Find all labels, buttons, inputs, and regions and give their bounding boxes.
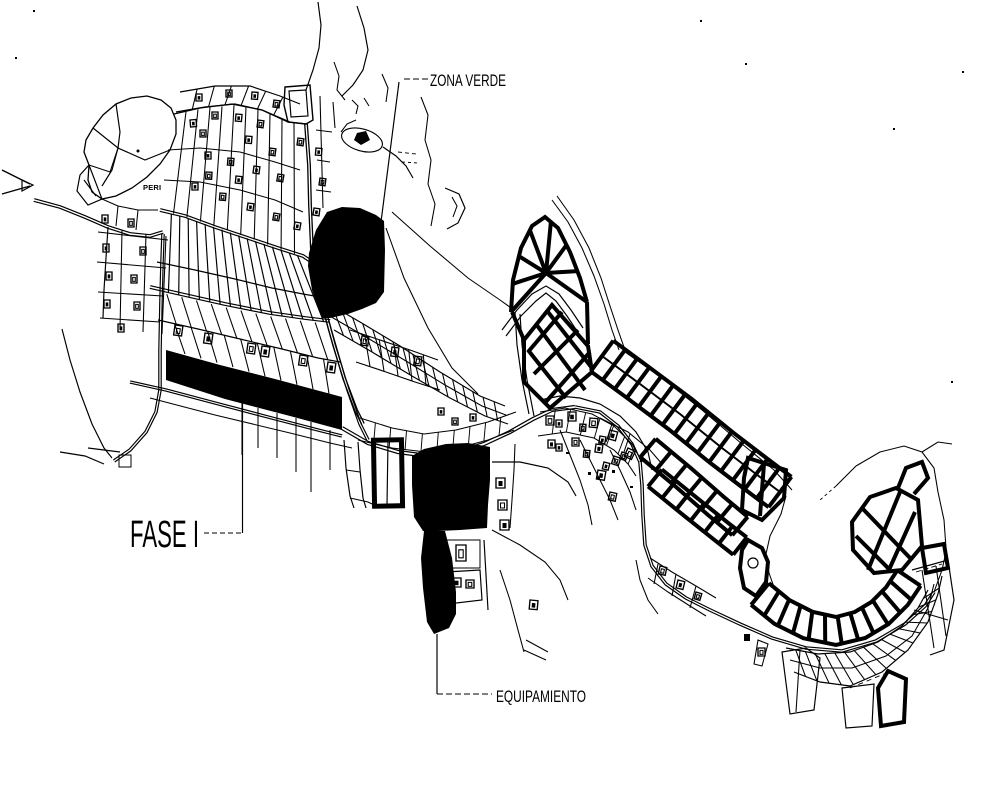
svg-text:ZONA VERDE: ZONA VERDE — [430, 71, 506, 90]
svg-text:FASE I: FASE I — [130, 514, 199, 556]
svg-text:EQUIPAMIENTO: EQUIPAMIENTO — [496, 688, 586, 706]
svg-text:PERI: PERI — [143, 183, 161, 192]
